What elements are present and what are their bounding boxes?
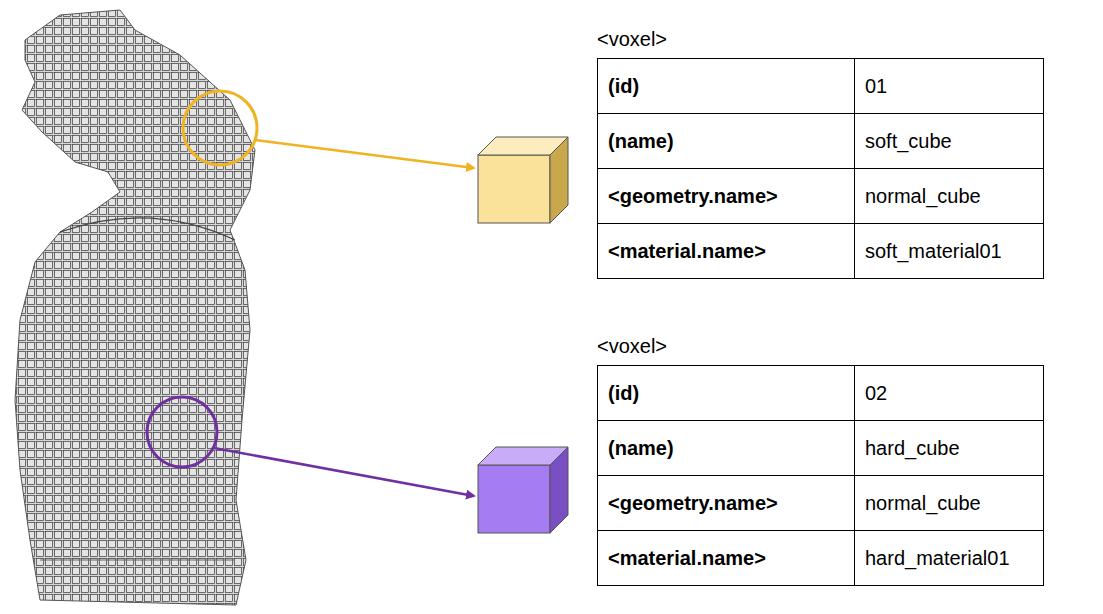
table-cell-text: <material.name> (608, 547, 766, 569)
hard-cube (478, 447, 568, 533)
table-value-cell: soft_material01 (855, 224, 1044, 279)
table-key-cell: (name) (598, 114, 855, 169)
highlight-circle (147, 397, 217, 467)
table-value-cell: soft_cube (855, 114, 1044, 169)
highlight-circle (183, 91, 257, 165)
soft-cube (478, 137, 568, 223)
table-key-cell: (id) (598, 366, 855, 421)
pointer-arrow (214, 448, 474, 496)
table-key-cell: <material.name> (598, 224, 855, 279)
table-heading: <voxel> (597, 28, 667, 51)
table-cell-text: <material.name> (608, 240, 766, 262)
table-value-cell: normal_cube (855, 169, 1044, 224)
table-cell-text: (name) (608, 437, 674, 459)
table-heading: <voxel> (597, 335, 667, 358)
table-cell-text: 01 (865, 75, 887, 97)
table-cell-text: normal_cube (865, 492, 981, 514)
table-value-cell: hard_cube (855, 421, 1044, 476)
table-value-cell: 02 (855, 366, 1044, 421)
table-value-cell: hard_material01 (855, 531, 1044, 586)
voxel-table: (id) 02 (name) hard_cube <geometry.name> norm… (597, 365, 1044, 586)
table-cell-text: hard_cube (865, 437, 960, 459)
pointer-arrow (255, 140, 474, 168)
table-value-cell: normal_cube (855, 476, 1044, 531)
table-key-cell: (name) (598, 421, 855, 476)
table-cell-text: 02 (865, 382, 887, 404)
table-value-cell: 01 (855, 59, 1044, 114)
table-key-cell: <geometry.name> (598, 476, 855, 531)
table-cell-text: <geometry.name> (608, 492, 778, 514)
table-cell-text: hard_material01 (865, 547, 1010, 569)
table-cell-text: (name) (608, 130, 674, 152)
table-key-cell: (id) (598, 59, 855, 114)
table-cell-text: soft_material01 (865, 240, 1002, 262)
voxel-table: (id) 01 (name) soft_cube <geometry.name> norm… (597, 58, 1044, 279)
table-cell-text: <geometry.name> (608, 185, 778, 207)
voxel-bunny (0, 0, 270, 614)
table-key-cell: <material.name> (598, 531, 855, 586)
table-cell-text: (id) (608, 382, 639, 404)
table-key-cell: <geometry.name> (598, 169, 855, 224)
table-cell-text: normal_cube (865, 185, 981, 207)
table-cell-text: (id) (608, 75, 639, 97)
table-cell-text: soft_cube (865, 130, 952, 152)
